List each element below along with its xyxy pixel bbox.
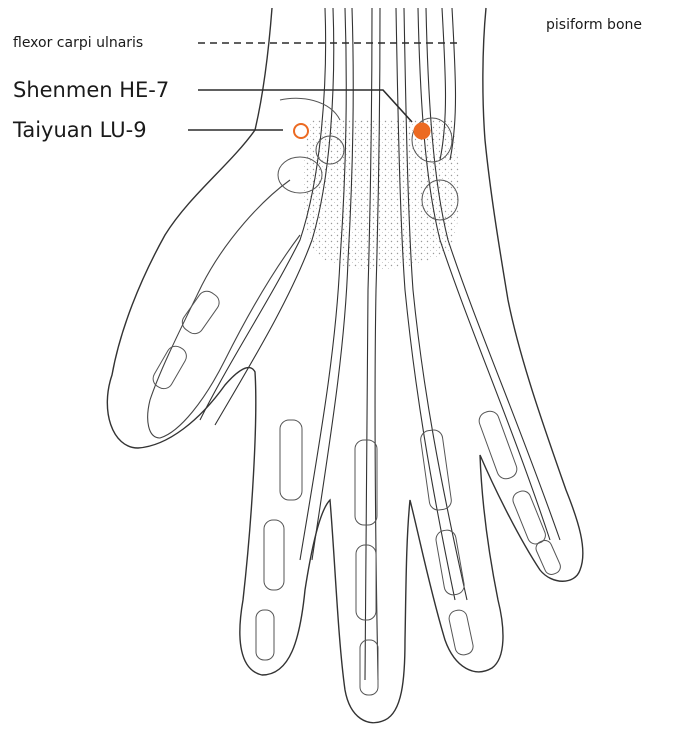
thumb-bones xyxy=(148,180,300,438)
hand-outline xyxy=(107,8,583,723)
shenmen-point-marker xyxy=(414,123,430,139)
tendons xyxy=(200,8,560,680)
shenmen-label: Shenmen HE-7 xyxy=(13,78,169,102)
finger-bones xyxy=(150,288,563,695)
taiyuan-point-marker xyxy=(294,124,308,138)
flexor-carpi-ulnaris-label: flexor carpi ulnaris xyxy=(13,35,143,51)
taiyuan-label: Taiyuan LU-9 xyxy=(13,118,147,142)
palm-dots xyxy=(303,120,460,269)
pisiform-bone-label: pisiform bone xyxy=(546,17,642,33)
